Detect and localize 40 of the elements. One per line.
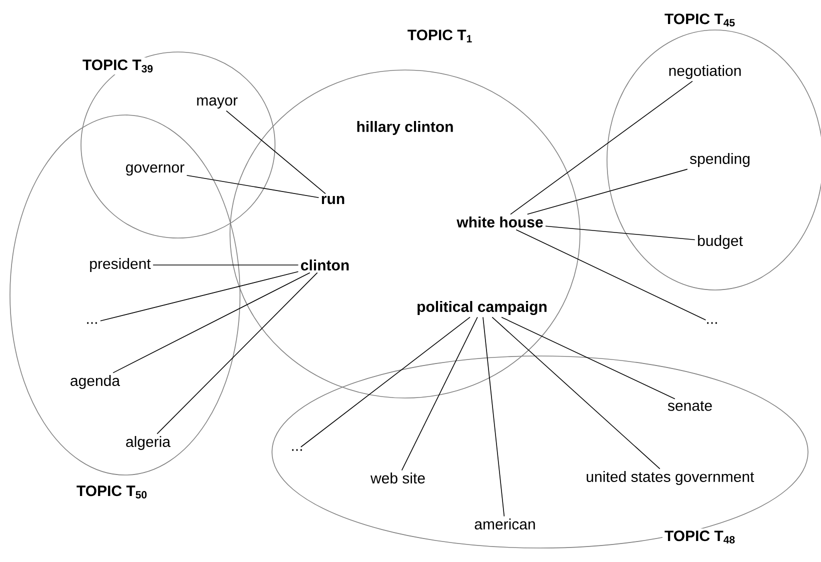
word-label: negotiation: [666, 63, 744, 81]
word-label: ...: [704, 320, 720, 326]
topic-label: TOPIC T$_{50}$: [74, 484, 150, 500]
connector-line: [545, 226, 696, 240]
word-label: mayor: [194, 95, 240, 111]
word-label: senate: [666, 399, 715, 413]
word-label: american: [472, 516, 538, 532]
word-label: algeria: [124, 434, 173, 452]
connector-line: [186, 174, 320, 198]
word-label: united states government: [584, 469, 756, 487]
connector-line: [152, 264, 299, 266]
word-label: agenda: [68, 373, 122, 391]
connector-line: [510, 80, 693, 215]
connector-line: [300, 316, 470, 448]
topic-term: hillary clinton: [357, 121, 453, 135]
topic-word: run: [318, 194, 348, 206]
connector-line: [482, 316, 505, 517]
connector-line: [516, 229, 706, 320]
connector-line: [100, 271, 299, 322]
word-label: web site: [368, 470, 428, 486]
connector-line: [226, 110, 326, 194]
connector-line: [112, 272, 310, 374]
connector-line: [492, 316, 660, 470]
topic-label: TOPIC T$_{1}$: [405, 28, 475, 44]
connector-line: [526, 168, 688, 215]
word-label: ...: [288, 447, 306, 453]
topic-label: TOPIC T$_{39}$: [80, 58, 156, 74]
word-label: spending: [688, 151, 752, 169]
word-label: ...: [84, 320, 100, 326]
topic-word: clinton: [298, 258, 352, 272]
word-label: president: [87, 256, 153, 274]
connector-line: [401, 316, 478, 471]
word-label: governor: [123, 162, 187, 178]
connector-line: [501, 316, 676, 400]
connector-line: [156, 272, 318, 434]
topic-label: TOPIC T$_{45}$: [662, 12, 738, 28]
word-label: budget: [695, 233, 745, 251]
topic-word: white house: [454, 214, 546, 230]
topic-word: political campaign: [414, 298, 550, 318]
topic-label: TOPIC T$_{48}$: [662, 528, 738, 546]
